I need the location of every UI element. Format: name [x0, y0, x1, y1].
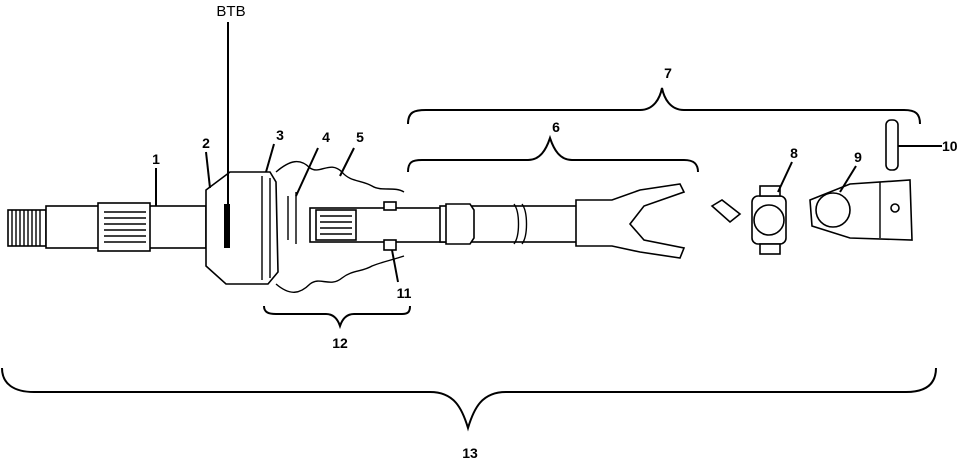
callout-9: 9	[854, 149, 862, 165]
inner-shaft	[309, 201, 451, 251]
drive-shaft-tube	[439, 183, 686, 259]
bracket-6	[407, 134, 699, 173]
bracket-13	[1, 367, 937, 432]
callout-btb: BTB	[216, 3, 245, 20]
callout-12: 12	[332, 335, 348, 351]
cv-joint-housing	[205, 171, 279, 285]
callout-7: 7	[664, 65, 672, 81]
leader-lines	[155, 22, 942, 283]
u-joint-cross	[710, 185, 787, 255]
callout-2: 2	[202, 135, 210, 151]
callout-1: 1	[152, 151, 160, 167]
outer-cv-stub-shaft	[7, 202, 207, 252]
bracket-12	[263, 305, 411, 330]
callout-3: 3	[276, 127, 284, 143]
callout-5: 5	[356, 129, 364, 145]
yoke	[809, 179, 913, 241]
callout-10: 10	[942, 138, 958, 154]
callout-13: 13	[462, 445, 478, 461]
callout-8: 8	[790, 145, 798, 161]
callout-11: 11	[397, 285, 412, 301]
roll-pin	[885, 119, 899, 171]
callout-4: 4	[322, 129, 330, 145]
callout-6: 6	[552, 119, 560, 135]
bracket-7	[407, 87, 921, 125]
